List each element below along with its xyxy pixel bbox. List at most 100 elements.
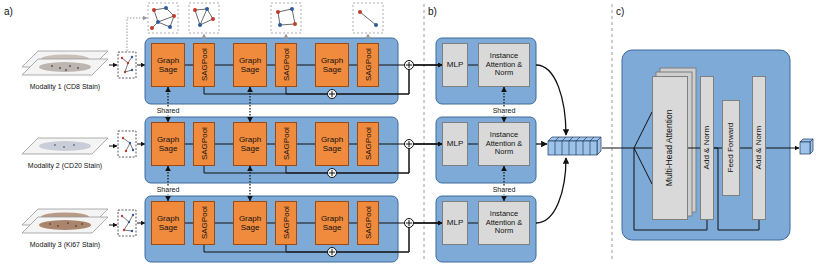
shared-weights-arrow xyxy=(249,166,250,201)
graph-thumbnail xyxy=(211,17,215,21)
edge-label: Shared xyxy=(492,186,517,194)
tissue-slide xyxy=(51,65,79,71)
sum-symbol xyxy=(328,90,337,99)
box-label: MLP xyxy=(447,60,463,69)
output-arrow xyxy=(766,148,799,149)
input-arrow xyxy=(109,225,117,226)
feed-forward-box: Feed Forward xyxy=(722,100,740,196)
tissue-slide xyxy=(49,222,83,227)
pooling-box: SAGPool xyxy=(357,201,379,245)
edge-label: Shared xyxy=(156,107,181,115)
graph-patch xyxy=(118,52,136,236)
edge-label: Shared xyxy=(492,107,517,115)
graph-conv-box: Graph Sage xyxy=(233,201,267,245)
graph-patch xyxy=(131,56,133,58)
shared-weights-arrow xyxy=(249,87,250,122)
box-label: Instance Attention & Norm xyxy=(480,210,528,236)
graph-thumbnail xyxy=(152,8,376,28)
sum-symbol xyxy=(405,61,414,70)
pooling-box: SAGPool xyxy=(193,122,215,166)
edge-label: Shared xyxy=(156,186,181,194)
tissue-slide xyxy=(73,144,75,146)
box-label: SAGPool xyxy=(199,49,208,82)
readout-arrow xyxy=(127,18,147,51)
pooling-box: SAGPool xyxy=(275,122,297,166)
transformer-input xyxy=(634,148,652,184)
tissue-slide xyxy=(51,65,53,67)
graph-thumbnail xyxy=(293,22,297,26)
sum-symbol xyxy=(329,249,335,255)
graph-thumbnail xyxy=(290,7,294,11)
graph-conv-box: Graph Sage xyxy=(315,201,349,245)
graph-patch xyxy=(129,142,131,144)
separator xyxy=(424,4,612,262)
connector xyxy=(297,65,315,66)
connector xyxy=(349,65,357,66)
input-arrow xyxy=(109,146,117,147)
tissue-slide xyxy=(69,65,71,67)
box-label: Graph Sage xyxy=(317,214,347,232)
graph-patch xyxy=(128,221,130,223)
encoder-panel xyxy=(145,38,790,262)
sum-symbol xyxy=(405,61,414,70)
panel-letter: a) xyxy=(4,6,13,17)
sum-symbol xyxy=(328,90,337,99)
tissue-slide xyxy=(63,146,65,148)
box-label: SAGPool xyxy=(281,128,290,161)
box-label: Instance Attention & Norm xyxy=(480,52,528,78)
sum-symbol xyxy=(405,140,414,149)
graph-patch xyxy=(128,56,134,232)
connector xyxy=(468,144,478,145)
graph-thumbnail xyxy=(189,3,219,33)
connector xyxy=(215,144,233,145)
graph-thumbnail xyxy=(358,10,362,14)
graph-conv-box: Graph Sage xyxy=(315,122,349,166)
box-label: Multi-Head Attention xyxy=(665,110,675,187)
box-label: SAGPool xyxy=(281,207,290,240)
embedding-arrow xyxy=(536,143,547,144)
mlp-box: MLP xyxy=(442,122,468,166)
encoder-panel xyxy=(622,50,790,240)
pooling-box: SAGPool xyxy=(275,43,297,87)
graph-patch xyxy=(124,71,126,73)
sum-symbol xyxy=(405,219,414,228)
box-label: MLP xyxy=(447,139,463,148)
connector xyxy=(688,148,700,149)
box-label: Graph Sage xyxy=(317,56,347,74)
output-vector xyxy=(800,139,813,154)
encoder-panel xyxy=(436,196,536,262)
output-vector xyxy=(810,139,813,154)
sum-symbol xyxy=(406,220,412,226)
graph-thumbnail xyxy=(150,26,154,30)
input-arrow xyxy=(109,65,117,66)
tissue-slide xyxy=(39,141,91,151)
separator xyxy=(612,4,613,262)
graph-thumbnail xyxy=(156,6,378,29)
graph-patch xyxy=(122,57,132,72)
box-label: SAGPool xyxy=(363,49,372,82)
shared-weights-arrow xyxy=(503,166,504,201)
graph-patch xyxy=(131,69,133,71)
connector xyxy=(468,65,478,66)
panel-letter: b) xyxy=(428,6,437,17)
tissue-slide xyxy=(22,138,108,154)
input-arrow xyxy=(137,65,145,66)
graph-thumbnail xyxy=(205,7,209,11)
graph-patch xyxy=(122,215,133,231)
box-label: Feed Forward xyxy=(726,123,735,173)
graph-patch xyxy=(131,230,133,232)
box-label: Add & Norm xyxy=(754,126,763,170)
connector xyxy=(267,65,275,66)
graph-thumbnail xyxy=(193,8,197,12)
tissue-slide xyxy=(22,51,108,233)
box-label: Graph Sage xyxy=(235,135,265,153)
graph-patch xyxy=(132,149,134,151)
graph-thumbnail xyxy=(276,10,280,14)
norm-box: Add & Norm xyxy=(700,76,714,220)
readout-arrow xyxy=(368,34,369,42)
box-label: Graph Sage xyxy=(153,214,183,232)
sum-symbol xyxy=(406,62,412,68)
connector xyxy=(349,223,357,224)
modality-label: Modality 2 (CD20 Stain) xyxy=(28,162,102,170)
sum-symbol xyxy=(328,248,337,257)
